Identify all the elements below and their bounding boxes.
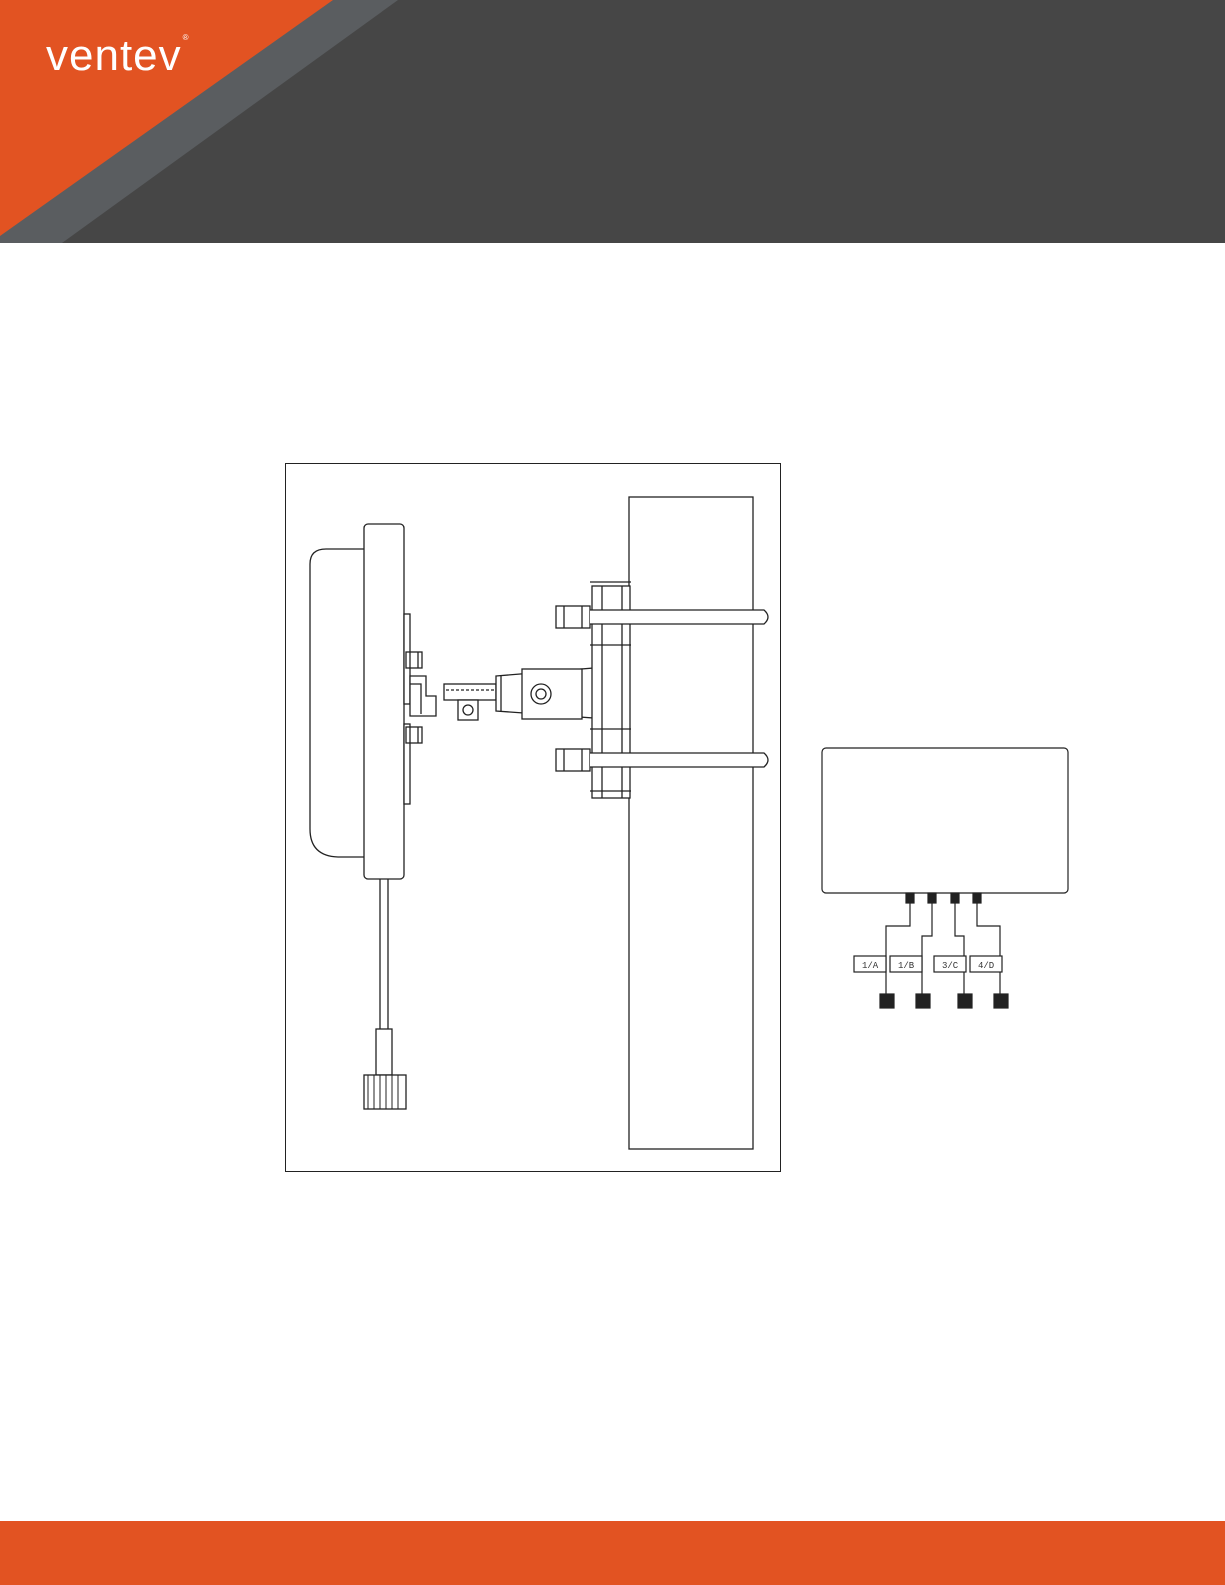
page-footer-bar: [0, 1521, 1225, 1585]
antenna-rear-panel: [822, 748, 1068, 893]
pivot-bolt: [531, 684, 551, 704]
port-connectors: [906, 893, 981, 903]
cable-connector: [364, 1075, 406, 1109]
port-cables: [886, 903, 1000, 996]
swivel-joint: [444, 684, 496, 700]
page-header: ventev®: [0, 0, 1225, 243]
trademark-symbol: ®: [183, 33, 190, 42]
mounting-drawing: [285, 463, 781, 1172]
port-label-4d: 4/D: [978, 961, 994, 971]
antenna-backplate: [364, 524, 404, 879]
antenna-pole-mount-illustration: [286, 464, 782, 1173]
port-label-1b: 1/B: [898, 961, 915, 971]
antenna-port-diagram: 1/A 1/B 3/C 4/D: [814, 746, 1074, 1016]
mounting-pole: [629, 497, 753, 1149]
antenna-bracket: [410, 676, 436, 716]
port-label-1a: 1/A: [862, 961, 879, 971]
cable-boot: [376, 1029, 392, 1075]
brand-name: ventev: [46, 31, 182, 80]
cable-end-connectors: [880, 994, 1008, 1008]
port-label-3c: 3/C: [942, 961, 959, 971]
brand-logo: ventev®: [46, 34, 190, 78]
